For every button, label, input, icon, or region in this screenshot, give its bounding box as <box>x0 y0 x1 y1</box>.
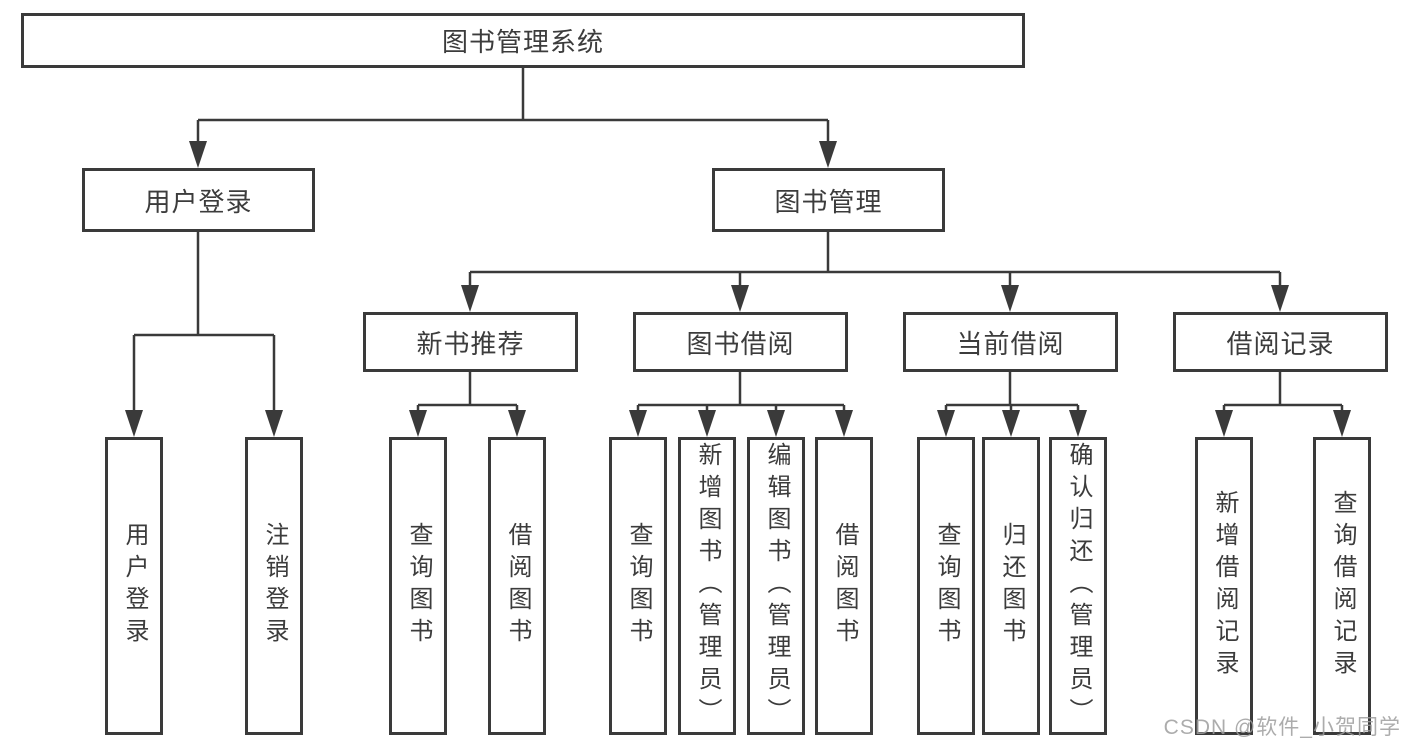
arrowhead-down-icon <box>189 141 207 168</box>
leaf-add-book-admin: 新增图书（管理员） <box>678 437 736 735</box>
leaf-query-book-borrow: 查询图书 <box>609 437 667 735</box>
arrowhead-down-icon <box>1271 285 1289 312</box>
leaf-query-book-current: 查询图书 <box>917 437 975 735</box>
node-book-borrow: 图书借阅 <box>633 312 848 372</box>
arrowhead-down-icon <box>698 410 716 437</box>
arrowhead-down-icon <box>1002 410 1020 437</box>
leaf-return-book: 归还图书 <box>982 437 1040 735</box>
leaf-add-borrow-record: 新增借阅记录 <box>1195 437 1253 735</box>
leaf-query-borrow-record: 查询借阅记录 <box>1313 437 1371 735</box>
arrowhead-down-icon <box>937 410 955 437</box>
leaf-edit-book-admin: 编辑图书（管理员） <box>747 437 805 735</box>
leaf-logout: 注销登录 <box>245 437 303 735</box>
connector-login-to-leaves <box>125 232 283 437</box>
node-login-module: 用户登录 <box>82 168 315 232</box>
node-root: 图书管理系统 <box>21 13 1025 68</box>
arrowhead-down-icon <box>125 410 143 437</box>
node-new-book-recommend: 新书推荐 <box>363 312 578 372</box>
arrowhead-down-icon <box>819 141 837 168</box>
arrowhead-down-icon <box>461 285 479 312</box>
arrowhead-down-icon <box>409 410 427 437</box>
arrowhead-down-icon <box>731 285 749 312</box>
arrowhead-down-icon <box>767 410 785 437</box>
connector-recommend-to-leaves <box>409 372 526 437</box>
connector-borrow-to-leaves <box>629 372 853 437</box>
arrowhead-down-icon <box>1333 410 1351 437</box>
connector-root-to-level2 <box>189 68 837 168</box>
arrowhead-down-icon <box>629 410 647 437</box>
arrowhead-down-icon <box>835 410 853 437</box>
node-borrow-record: 借阅记录 <box>1173 312 1388 372</box>
leaf-borrow-book-borrow: 借阅图书 <box>815 437 873 735</box>
connector-management-to-level3 <box>461 232 1289 312</box>
node-book-management: 图书管理 <box>712 168 945 232</box>
connector-current-to-leaves <box>937 372 1087 437</box>
arrowhead-down-icon <box>508 410 526 437</box>
connector-records-to-leaves <box>1215 372 1351 437</box>
leaf-query-book-recommend: 查询图书 <box>389 437 447 735</box>
csdn-watermark: CSDN @软件_小贺同学 <box>1163 716 1401 739</box>
node-current-borrow: 当前借阅 <box>903 312 1118 372</box>
leaf-borrow-book-recommend: 借阅图书 <box>488 437 546 735</box>
arrowhead-down-icon <box>1069 410 1087 437</box>
leaf-confirm-return-admin: 确认归还（管理员） <box>1049 437 1107 735</box>
leaf-user-login: 用户登录 <box>105 437 163 735</box>
arrowhead-down-icon <box>1001 285 1019 312</box>
arrowhead-down-icon <box>1215 410 1233 437</box>
arrowhead-down-icon <box>265 410 283 437</box>
